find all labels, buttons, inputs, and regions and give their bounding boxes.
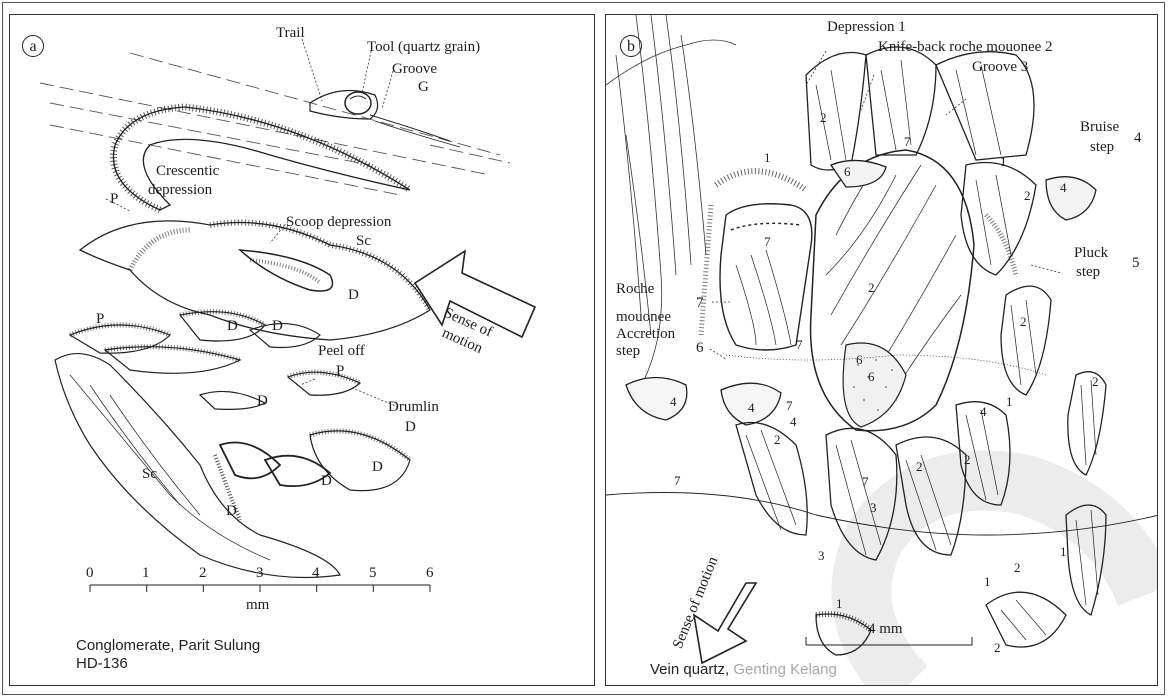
panel-b-letter: b — [620, 35, 642, 57]
num-mark: 7 — [786, 399, 793, 412]
panel-a-drawing — [10, 15, 595, 686]
label-bruise-1: Bruise — [1080, 119, 1119, 135]
caption-a-line2: HD-136 — [76, 655, 128, 672]
central-clast — [811, 150, 974, 431]
label-scoop: Scoop depression — [286, 214, 391, 230]
num-mark: 2 — [1024, 189, 1031, 202]
label-accretion-2: step — [616, 343, 640, 359]
num-mark: 2 — [964, 453, 971, 466]
num-mark: 4 — [1060, 181, 1067, 194]
label-trail: Trail — [276, 25, 305, 41]
label-groove-b: Groove 3 — [972, 59, 1028, 75]
num-mark: 7 — [764, 235, 771, 248]
caption-b-location: Genting Kelang — [733, 661, 836, 678]
num-mark: 3 — [870, 501, 877, 514]
scale-tick-6: 6 — [426, 565, 434, 581]
mid-drumlins — [70, 312, 360, 410]
label-pluck-num: 5 — [1132, 255, 1140, 271]
num-mark: 2 — [774, 433, 781, 446]
scale-tick-5: 5 — [369, 565, 377, 581]
scale-tick-1: 1 — [142, 565, 150, 581]
scale-tick-0: 0 — [86, 565, 94, 581]
scale-unit: mm — [246, 597, 269, 613]
num-mark: 2 — [994, 641, 1001, 654]
scale-tick-4: 4 — [312, 565, 320, 581]
label-knife-back: Knife-back roche mouonee 2 — [878, 39, 1053, 55]
scale-label-b: 4 mm — [868, 621, 903, 637]
caption-b-main: Vein quartz, — [650, 661, 733, 678]
label-drumlin-code: D — [405, 419, 416, 435]
num-mark: 6 — [868, 370, 875, 383]
num-mark: 1 — [984, 575, 991, 588]
panel-a: a Trail Tool (quartz grain) Groove G Cre… — [9, 14, 595, 686]
label-p-mid: P — [96, 311, 104, 327]
panel-b-drawing — [606, 15, 1158, 686]
label-bruise-num: 4 — [1134, 130, 1142, 146]
label-d-right: D — [272, 318, 283, 334]
num-mark: 1 — [764, 151, 771, 164]
label-peel-off: Peel off — [318, 343, 365, 359]
label-pluck-1: Pluck — [1074, 245, 1108, 261]
label-bruise-2: step — [1090, 139, 1114, 155]
scale-bar — [90, 585, 430, 592]
label-code-7: 7 — [696, 295, 704, 311]
num-mark: 4 — [748, 401, 755, 414]
scoop-depression — [80, 221, 430, 340]
num-mark: 2 — [916, 460, 923, 473]
label-groove-code: G — [418, 79, 429, 95]
num-mark: 2 — [1092, 375, 1099, 388]
num-mark: 7 — [674, 474, 681, 487]
label-d-cluster-2: D — [321, 473, 332, 489]
num-mark: 1 — [1060, 545, 1067, 558]
label-d-bottom: D — [226, 503, 237, 519]
label-drumlin: Drumlin — [388, 399, 439, 415]
num-mark: 3 — [818, 549, 825, 562]
label-crescentic-2: depression — [148, 182, 212, 198]
label-groove: Groove — [392, 61, 437, 77]
num-mark: 2 — [868, 281, 875, 294]
num-mark: 6 — [856, 353, 863, 366]
num-mark: 4 — [980, 405, 987, 418]
label-peel-code: P — [336, 363, 344, 379]
caption-a-line1: Conglomerate, Parit Sulung — [76, 637, 260, 654]
num-mark: 2 — [1020, 315, 1027, 328]
panel-a-letter: a — [22, 35, 44, 57]
label-d-left: D — [227, 318, 238, 334]
num-mark: 6 — [844, 165, 851, 178]
label-d-main: D — [348, 287, 359, 303]
scale-tick-2: 2 — [199, 565, 207, 581]
left-block — [701, 171, 812, 350]
label-crescentic-1: Crescentic — [156, 163, 219, 179]
num-mark: 7 — [904, 135, 911, 148]
label-tool: Tool (quartz grain) — [367, 39, 480, 55]
scale-tick-3: 3 — [256, 565, 264, 581]
num-mark: 4 — [670, 395, 677, 408]
label-scoop-code: Sc — [356, 233, 371, 249]
num-mark: 1 — [836, 597, 843, 610]
num-mark: 7 — [796, 338, 803, 351]
label-d-small: D — [257, 393, 268, 409]
num-mark: 2 — [820, 111, 827, 124]
label-roche-1: Roche — [616, 281, 654, 297]
label-pluck-2: step — [1076, 264, 1100, 280]
label-d-cluster-1: D — [372, 459, 383, 475]
num-mark: 4 — [790, 415, 797, 428]
label-accretion-1: Accretion — [616, 326, 675, 342]
lower-scoop — [55, 354, 410, 578]
panel-b: b Depression 1 Knife-back roche mouonee … — [605, 14, 1158, 686]
right-blocks — [961, 163, 1106, 476]
num-mark: 1 — [1006, 395, 1013, 408]
num-mark: 2 — [1014, 561, 1021, 574]
label-p-upper: P — [110, 191, 118, 207]
caption-b: Vein quartz, Genting Kelang — [650, 661, 837, 678]
num-mark: 1 — [1000, 155, 1007, 168]
label-depression: Depression 1 — [827, 19, 906, 35]
num-mark: 7 — [862, 475, 869, 488]
label-code-6: 6 — [696, 340, 704, 356]
label-sc-lower: Sc — [142, 466, 157, 482]
label-roche-2: mouonee — [616, 309, 671, 325]
